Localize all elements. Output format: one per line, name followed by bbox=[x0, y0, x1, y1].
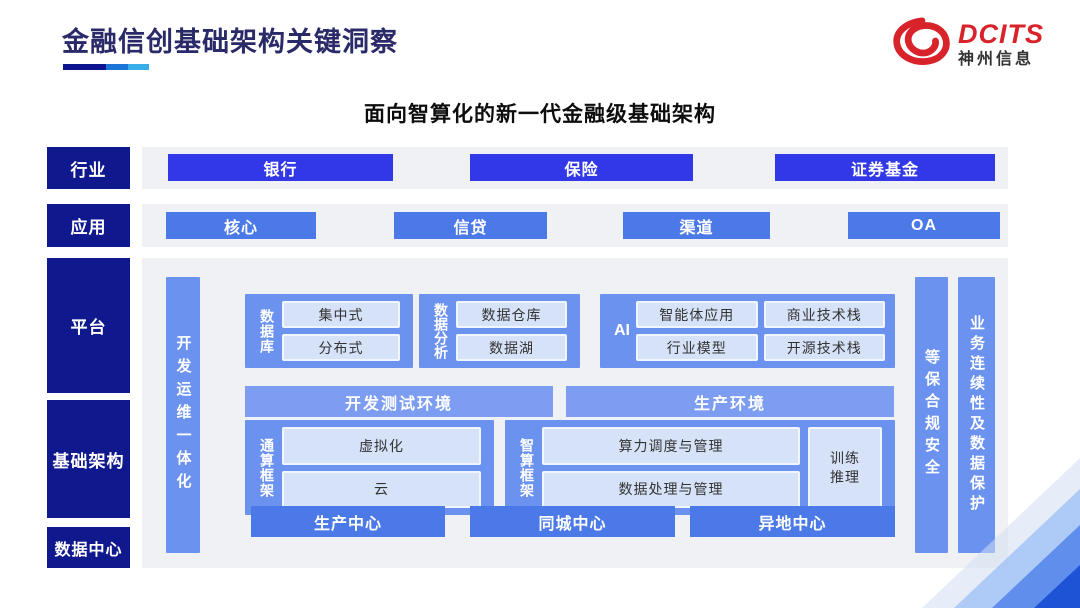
general-compute-block: 通算框架 虚拟化 云 bbox=[245, 420, 494, 515]
logo-brand: DCITS bbox=[958, 19, 1044, 49]
analytics-block-label: 数据分析 bbox=[433, 303, 449, 359]
dev-test-environment-bar: 开发测试环境 bbox=[245, 386, 553, 417]
logo-company-name: 神州信息 bbox=[958, 51, 1035, 68]
smart-compute-label: 智算框架 bbox=[519, 437, 535, 498]
company-logo: DCITS 神州信息 bbox=[892, 16, 1044, 73]
logo-swirl-icon bbox=[892, 16, 950, 73]
industry-item-bank: 银行 bbox=[168, 154, 393, 181]
datacenter-item-remote: 异地中心 bbox=[690, 506, 895, 537]
application-item-channel: 渠道 bbox=[623, 212, 770, 239]
industry-item-securities: 证券基金 bbox=[775, 154, 995, 181]
ai-item-commercial-stack: 商业技术栈 bbox=[763, 301, 885, 328]
security-compliance-vertical-bar: 等保合规安全 bbox=[915, 277, 948, 553]
title-underline bbox=[63, 64, 149, 70]
ai-item-opensource-stack: 开源技术栈 bbox=[763, 334, 885, 361]
smart-compute-item-compute-scheduling: 算力调度与管理 bbox=[542, 427, 800, 465]
ai-item-industry-models: 行业模型 bbox=[636, 334, 758, 361]
ai-item-agent-apps: 智能体应用 bbox=[636, 301, 758, 328]
application-item-core: 核心 bbox=[166, 212, 316, 239]
production-environment-bar: 生产环境 bbox=[566, 386, 894, 417]
underline-segment-light bbox=[128, 64, 149, 70]
industry-item-insurance: 保险 bbox=[470, 154, 693, 181]
analytics-item-lake: 数据湖 bbox=[456, 334, 567, 361]
smart-compute-block: 智算框架 算力调度与管理 数据处理与管理 训练 推理 bbox=[505, 420, 895, 515]
page-title: 金融信创基础架构关键洞察 bbox=[62, 27, 398, 57]
ai-block-label: AI bbox=[614, 322, 630, 339]
analytics-block: 数据分析 数据仓库 数据湖 bbox=[419, 294, 580, 368]
underline-segment-mid bbox=[106, 64, 128, 70]
general-compute-item-cloud: 云 bbox=[282, 470, 481, 508]
general-compute-label: 通算框架 bbox=[259, 437, 275, 498]
database-block: 数据库 集中式 分布式 bbox=[245, 294, 413, 368]
row-label-infrastructure: 基础架构 bbox=[47, 400, 130, 518]
row-label-industry: 行业 bbox=[47, 147, 130, 189]
underline-segment-dark bbox=[63, 64, 106, 70]
diagram-title: 面向智算化的新一代金融级基础架构 bbox=[364, 103, 716, 126]
smart-compute-item-data-processing: 数据处理与管理 bbox=[542, 470, 800, 508]
datacenter-item-production: 生产中心 bbox=[251, 506, 445, 537]
database-item-centralized: 集中式 bbox=[282, 301, 400, 328]
devops-vertical-bar: 开发运维一体化 bbox=[166, 277, 200, 553]
row-label-application: 应用 bbox=[47, 204, 130, 247]
ai-block: AI 智能体应用 商业技术栈 行业模型 开源技术栈 bbox=[600, 294, 895, 368]
general-compute-item-virtualization: 虚拟化 bbox=[282, 427, 481, 465]
database-item-distributed: 分布式 bbox=[282, 334, 400, 361]
business-continuity-vertical-bar: 业务连续性及数据保护 bbox=[958, 277, 995, 553]
row-label-datacenter: 数据中心 bbox=[47, 527, 130, 568]
smart-compute-item-training-inference: 训练 推理 bbox=[808, 427, 882, 508]
application-item-oa: OA bbox=[848, 212, 1000, 239]
application-item-credit: 信贷 bbox=[394, 212, 547, 239]
row-label-platform: 平台 bbox=[47, 258, 130, 393]
datacenter-item-same-city: 同城中心 bbox=[470, 506, 675, 537]
database-block-label: 数据库 bbox=[259, 308, 275, 354]
analytics-item-warehouse: 数据仓库 bbox=[456, 301, 567, 328]
logo-text: DCITS 神州信息 bbox=[958, 21, 1044, 68]
